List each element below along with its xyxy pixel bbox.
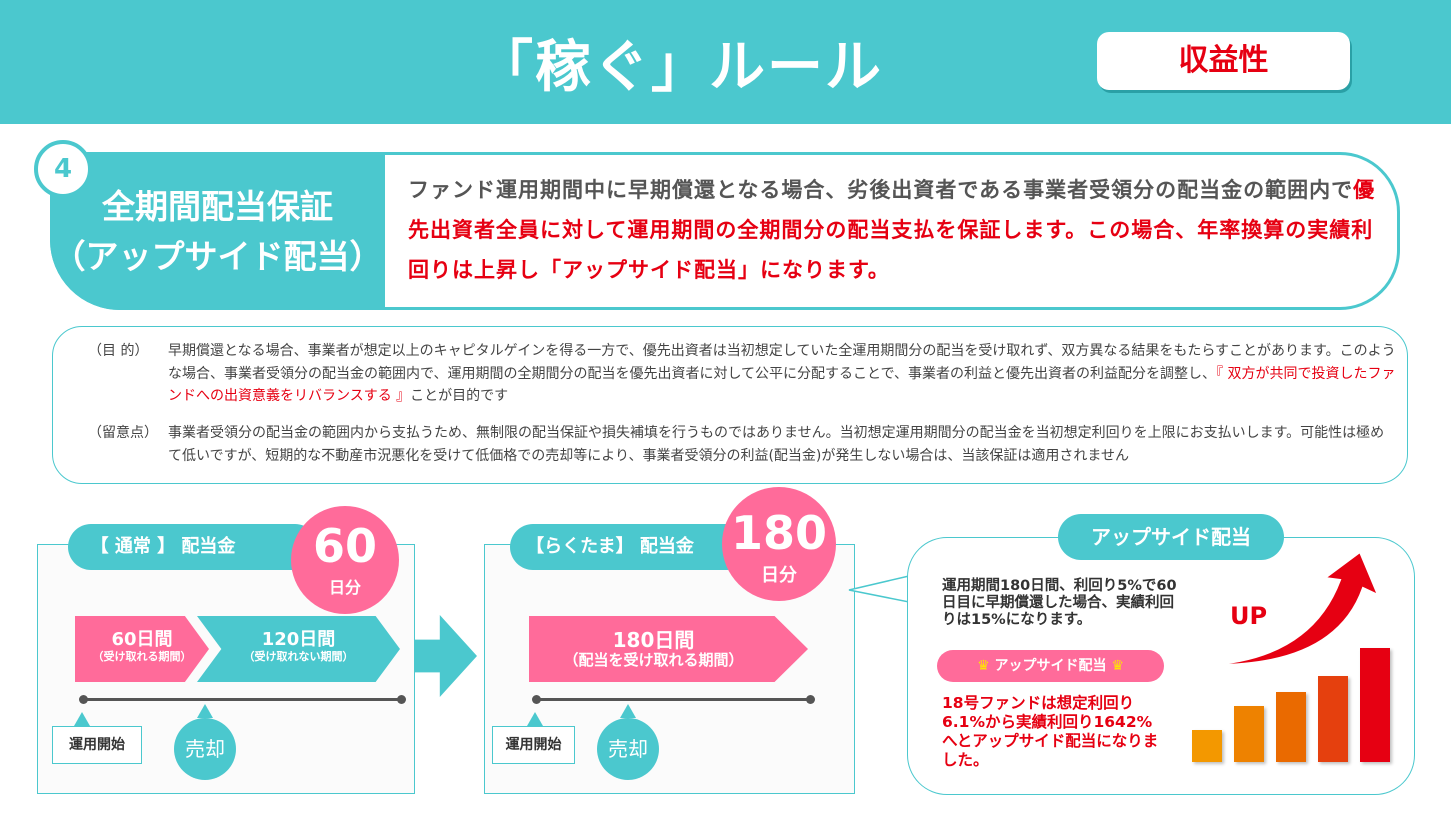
start-label: 運用開始: [52, 726, 142, 764]
section-description: ファンド運用期間中に早期償還となる場合、劣後出資者である事業者受領分の配当金の範…: [408, 170, 1388, 290]
normal-days: 60: [312, 519, 377, 573]
seg2-label: 120日間: [261, 629, 336, 650]
rakutama-days-unit: 日分: [761, 565, 797, 586]
rk-timeline-start-dot: [532, 695, 541, 704]
rakutama-days-circle: 180 日分: [722, 487, 836, 601]
normal-label: 【 通常 】 配当金: [68, 524, 318, 570]
crown-icon: ♛: [1111, 658, 1124, 674]
up-arrow-icon: [1204, 550, 1380, 667]
purpose-text-1: 早期償還となる場合、事業者が想定以上のキャピタルゲインを得る一方で、優先出資者は…: [168, 343, 1396, 382]
bubble-tail: [848, 575, 912, 603]
bar: [1192, 730, 1222, 762]
sell-pointer: [197, 704, 213, 718]
bar: [1360, 648, 1390, 762]
rakutama-days: 180: [730, 506, 828, 560]
rk-timeline-end-dot: [806, 695, 815, 704]
timeline: [83, 698, 401, 701]
normal-days-unit: 日分: [328, 578, 361, 597]
sell-circle: 売却: [174, 718, 236, 780]
purpose-label: （目 的）: [88, 343, 149, 359]
rakutama-receive-period: 180日間（配当を受け取れる期間）: [529, 616, 808, 682]
section-title: 全期間配当保証 （アップサイド配当）: [50, 152, 385, 310]
desc-highlight: 優先出資者全員に対して運用期間の全期間分の配当支払を保証します。この場合、年率換…: [408, 178, 1376, 282]
upside-result: 18号ファンドは想定利回り6.1%から実績利回り1642%へとアップサイド配当に…: [942, 694, 1159, 769]
section-number: 4: [34, 140, 92, 198]
desc-plain: ファンド運用期間中に早期償還となる場合、劣後出資者である事業者受領分の配当金の範…: [408, 178, 1354, 202]
caution-label: （留意点）: [88, 425, 158, 441]
section-title-line1: 全期間配当保証: [102, 187, 333, 226]
rk-sell-pointer: [620, 704, 636, 718]
rk-start-label: 運用開始: [492, 726, 575, 764]
rk-seg1-label: 180日間: [612, 628, 695, 652]
rk-seg1-sub: （配当を受け取れる期間）: [563, 651, 744, 669]
page-title: 「稼ぐ」ルール: [477, 35, 883, 100]
section-title-line2: （アップサイド配当）: [52, 237, 383, 276]
normal-receive-period: 60日間（受け取れる期間）: [75, 616, 209, 682]
rakutama-label: 【らくたま】 配当金: [510, 524, 750, 570]
purpose-text-2: ことが目的です: [410, 388, 509, 404]
seg2-sub: （受け取れない期間）: [243, 650, 354, 663]
upside-title: アップサイド配当: [1058, 514, 1284, 560]
rk-sell-circle: 売却: [597, 718, 659, 780]
bar: [1234, 706, 1264, 762]
purpose-highlight: 『 双方が共同で投資したファンドへの出資意義をリバランスする 』: [168, 365, 1396, 405]
bar: [1276, 692, 1306, 762]
rk-start-pointer: [527, 712, 543, 726]
normal-noreceive-period: 120日間（受け取れない期間）: [197, 616, 400, 682]
upside-tag-label: アップサイド配当: [994, 658, 1107, 674]
upside-example: 運用期間180日間、利回り5%で60日目に早期償還した場合、実績利回りは15%に…: [942, 578, 1177, 628]
bar-graph-icon: [1190, 640, 1390, 762]
timeline-end-dot: [397, 695, 406, 704]
arrow-right-icon: [415, 615, 477, 697]
upside-tag: ♛ アップサイド配当 ♛: [937, 650, 1164, 682]
up-label: UP: [1230, 602, 1268, 630]
crown-icon: ♛: [977, 658, 990, 674]
normal-days-circle: 60 日分: [291, 506, 399, 614]
seg1-label: 60日間: [111, 629, 173, 650]
start-pointer: [74, 712, 90, 726]
purpose-text: 早期償還となる場合、事業者が想定以上のキャピタルゲインを得る一方で、優先出資者は…: [168, 340, 1398, 408]
category-badge: 収益性: [1097, 32, 1350, 90]
bar: [1318, 676, 1348, 762]
timeline-start-dot: [79, 695, 88, 704]
caution-text: 事業者受領分の配当金の範囲内から支払うため、無制限の配当保証や損失補填を行うもの…: [168, 425, 1385, 464]
rk-timeline: [536, 698, 810, 701]
purpose-box: [52, 326, 1408, 484]
seg1-sub: （受け取れる期間）: [92, 650, 192, 663]
